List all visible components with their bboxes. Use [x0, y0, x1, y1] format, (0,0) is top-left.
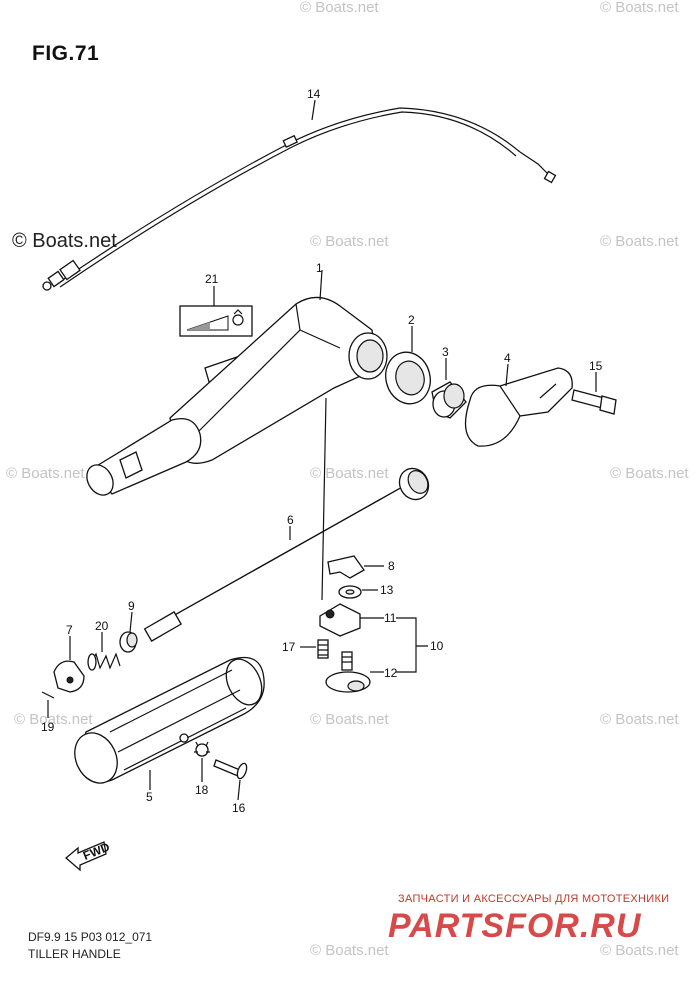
watermark-grid: © Boats.net © Boats.net © Boats.net © Bo… [6, 0, 689, 959]
callout-2: 2 [408, 313, 415, 327]
callout-8: 8 [388, 559, 395, 573]
collar [431, 381, 467, 419]
partsfor-tagline: ЗАПЧАСТИ И АКСЕССУАРЫ ДЛЯ МОТОТЕХНИКИ [398, 893, 670, 905]
bolt-15 [571, 389, 617, 415]
callout-18: 18 [195, 783, 209, 797]
leader-16 [237, 779, 241, 801]
callout-labels: 14 21 1 2 3 4 15 6 8 13 11 10 17 12 9 20… [41, 87, 603, 815]
tiller-arm [86, 296, 388, 496]
callout-5: 5 [146, 790, 153, 804]
callout-16: 16 [232, 801, 246, 815]
callout-17: 17 [282, 640, 296, 654]
leader-14 [311, 99, 316, 121]
callout-20: 20 [95, 619, 109, 633]
watermark-text: © Boats.net [600, 233, 679, 250]
callout-21: 21 [205, 272, 219, 286]
screw-17 [317, 639, 329, 659]
callout-1: 1 [316, 261, 323, 275]
fwd-arrow-icon: FWD [64, 840, 112, 872]
stopper [53, 660, 85, 693]
watermark-text: © Boats.net [600, 0, 679, 16]
leader-4 [505, 363, 509, 387]
screw-16 [213, 759, 248, 780]
watermark-text: © Boats.net [6, 465, 85, 482]
figure-code: DF9.9 15 P03 012_071 [28, 930, 153, 944]
watermark-text: © Boats.net [610, 465, 689, 482]
callout-9: 9 [128, 599, 135, 613]
fwd-label: FWD [81, 840, 112, 863]
figure-title: FIG.71 [32, 42, 100, 65]
leader-9 [129, 611, 133, 633]
handle-bracket [464, 367, 573, 447]
watermark-text: © Boats.net [600, 942, 679, 959]
callout-14: 14 [307, 87, 321, 101]
callout-19: 19 [41, 720, 55, 734]
watermark-text: © Boats.net [310, 942, 389, 959]
throttle-block [319, 603, 361, 637]
boats-net-watermark: © Boats.net [12, 230, 117, 252]
callout-15: 15 [589, 359, 603, 373]
figure-name: TILLER HANDLE [28, 947, 121, 961]
watermark-text: © Boats.net [14, 711, 93, 728]
washer-hole [345, 589, 355, 595]
watermark-text: © Boats.net [300, 0, 379, 16]
spring [87, 652, 121, 671]
bush [385, 351, 431, 405]
watermark-text: © Boats.net [310, 465, 389, 482]
pin [41, 691, 55, 699]
throttle-grip [74, 656, 265, 784]
callout-7: 7 [66, 623, 73, 637]
assembly-line [321, 397, 327, 601]
callout-6: 6 [287, 513, 294, 527]
leader-1 [319, 269, 323, 301]
throttle-decal [179, 305, 253, 337]
callout-10: 10 [430, 639, 444, 653]
lock-washer [194, 741, 210, 757]
small-bush [119, 631, 138, 653]
throttle-cable [42, 107, 557, 291]
leader-10 [396, 617, 428, 673]
throttle-shaft [143, 467, 430, 642]
watermark-text: © Boats.net [310, 233, 389, 250]
callout-3: 3 [442, 345, 449, 359]
partsfor-logo: PARTSFOR.RU [388, 907, 642, 945]
friction-knob [325, 651, 371, 693]
callout-4: 4 [504, 351, 511, 365]
callout-12: 12 [384, 666, 398, 680]
callout-13: 13 [380, 583, 394, 597]
watermark-text: © Boats.net [600, 711, 679, 728]
clip [327, 555, 365, 579]
callout-11: 11 [384, 611, 397, 625]
watermark-text: © Boats.net [310, 711, 389, 728]
